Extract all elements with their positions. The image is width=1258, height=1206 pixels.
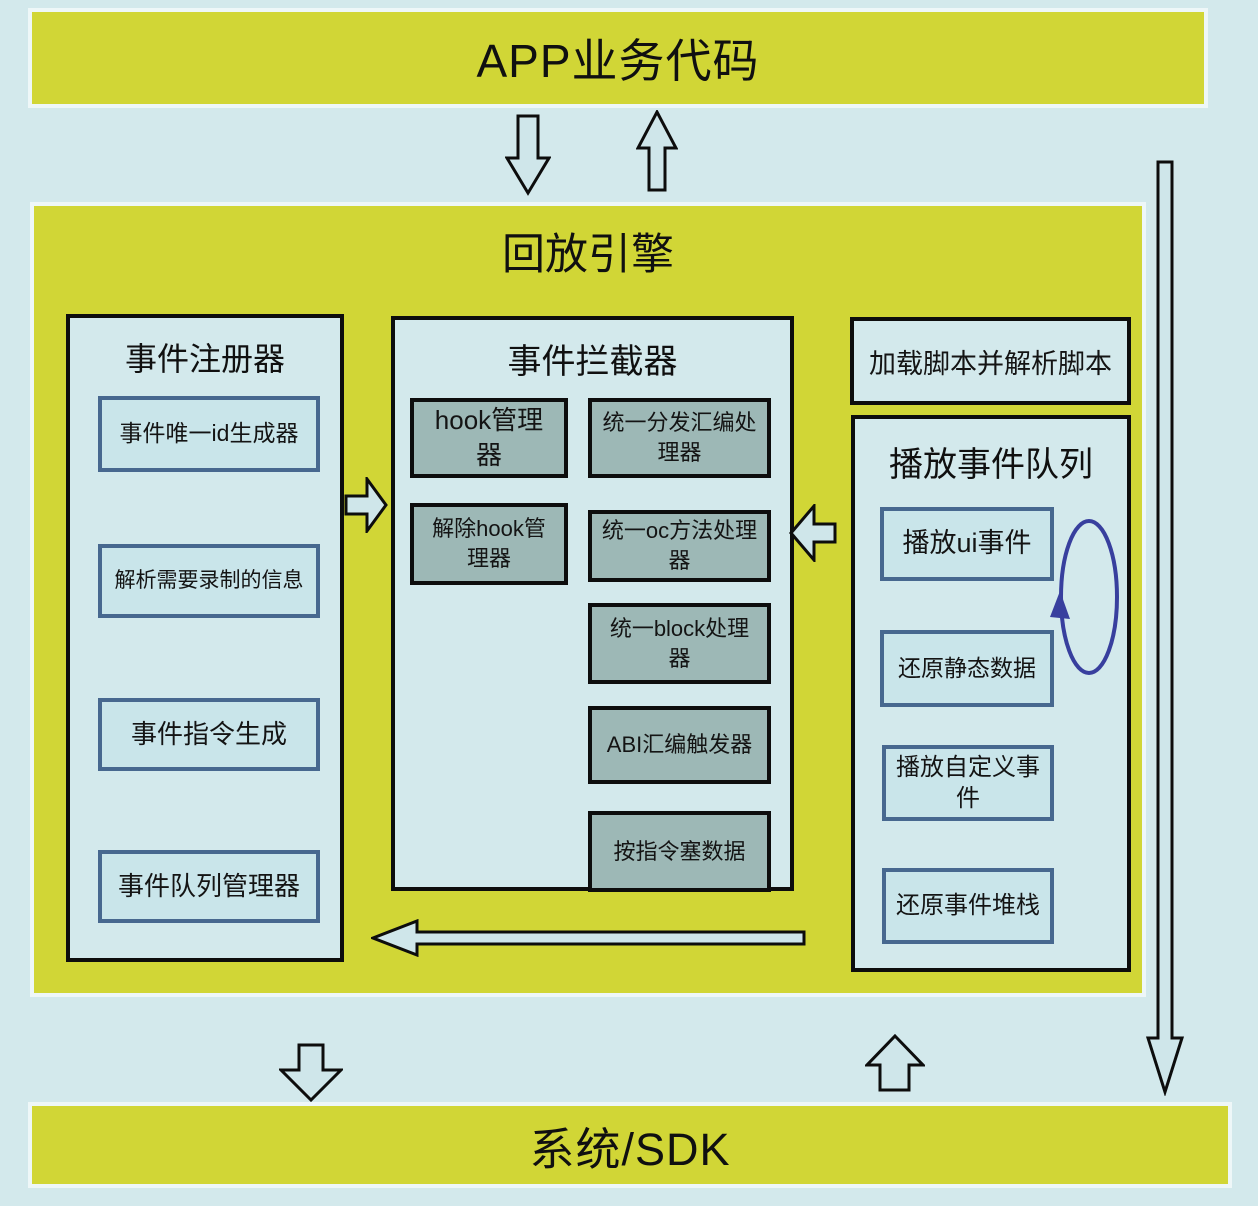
- event-interceptor-title: 事件拦截器: [507, 343, 678, 381]
- arrow-app-to-system-vertical: [1146, 160, 1184, 1096]
- arrow-app-to-engine-down: [505, 114, 551, 196]
- loop-arrow-play-ui-event: [1050, 519, 1119, 675]
- replay-engine-title: 回放引擎: [502, 231, 674, 279]
- unified-block-handler-box: 统一block处理器: [588, 603, 771, 684]
- play-custom-event-label: 播放自定义事件: [896, 753, 1040, 812]
- arrow-engine-to-system-down: [279, 1043, 343, 1103]
- unhook-manager-label: 解除hook管理器: [432, 516, 546, 571]
- restore-static-data-box: 还原静态数据: [880, 630, 1054, 707]
- event-instruction-generate-label: 事件指令生成: [130, 718, 287, 749]
- event-unique-id-generator-label: 事件唯一id生成器: [119, 420, 299, 447]
- unified-dispatch-assembly-handler-box: 统一分发汇编处理器: [588, 398, 771, 478]
- abi-assembly-trigger-label: ABI汇编触发器: [606, 732, 753, 758]
- hook-manager-label: hook管理器: [434, 404, 544, 470]
- system-sdk-label: 系统/SDK: [529, 1123, 731, 1175]
- event-queue-manager-box: 事件队列管理器: [98, 850, 320, 923]
- abi-assembly-trigger-box: ABI汇编触发器: [588, 706, 771, 784]
- arrow-engine-to-app-up: [636, 110, 678, 192]
- load-parse-script-label: 加载脚本并解析脚本: [869, 348, 1112, 379]
- unified-block-handler-label: 统一block处理器: [609, 615, 750, 671]
- arrow-queue-to-interceptor: [789, 504, 837, 562]
- play-event-queue-title: 播放事件队列: [889, 446, 1093, 484]
- load-parse-script-box: 加载脚本并解析脚本: [850, 317, 1131, 405]
- arrow-system-to-engine-up: [865, 1034, 925, 1092]
- play-ui-event-box: 播放ui事件: [880, 507, 1054, 581]
- hook-manager-box: hook管理器: [410, 398, 568, 478]
- event-registrar-title: 事件注册器: [124, 341, 285, 377]
- parse-record-info-label: 解析需要录制的信息: [114, 569, 304, 593]
- unified-oc-method-handler-box: 统一oc方法处理器: [588, 510, 771, 582]
- arrow-registrar-to-interceptor: [344, 477, 388, 533]
- arrow-queue-to-registrar-horizontal: [371, 919, 806, 957]
- fill-data-by-instruction-box: 按指令塞数据: [588, 811, 771, 892]
- fill-data-by-instruction-label: 按指令塞数据: [613, 838, 746, 864]
- event-instruction-generate-box: 事件指令生成: [98, 698, 320, 771]
- system-sdk-banner: 系统/SDK: [28, 1102, 1232, 1188]
- unhook-manager-box: 解除hook管理器: [410, 503, 568, 585]
- unified-dispatch-assembly-handler-label: 统一分发汇编处理器: [602, 410, 757, 465]
- play-custom-event-box: 播放自定义事件: [882, 745, 1054, 821]
- play-ui-event-label: 播放ui事件: [902, 528, 1032, 559]
- parse-record-info-box: 解析需要录制的信息: [98, 544, 320, 618]
- app-layer-banner: APP业务代码: [28, 8, 1208, 108]
- restore-event-stack-label: 还原事件堆栈: [896, 892, 1040, 920]
- restore-event-stack-box: 还原事件堆栈: [882, 868, 1054, 944]
- restore-static-data-label: 还原静态数据: [898, 654, 1036, 681]
- event-registrar-panel: 事件注册器 事件唯一id生成器 解析需要录制的信息 事件指令生成 事件队列管理器: [66, 314, 344, 962]
- event-unique-id-generator-box: 事件唯一id生成器: [98, 396, 320, 472]
- play-event-queue-panel: 播放事件队列 播放ui事件 还原静态数据 播放自定义事件 还原事件堆栈: [851, 415, 1131, 972]
- event-interceptor-panel: 事件拦截器 hook管理器 解除hook管理器 统一分发汇编处理器 统一oc方法…: [391, 316, 794, 892]
- event-queue-manager-label: 事件队列管理器: [117, 870, 300, 901]
- replay-engine-container: 回放引擎 事件注册器 事件唯一id生成器 解析需要录制的信息 事件指令生成 事件…: [30, 202, 1146, 997]
- app-layer-label: APP业务代码: [476, 35, 760, 87]
- unified-oc-method-handler-label: 统一oc方法处理器: [601, 518, 758, 573]
